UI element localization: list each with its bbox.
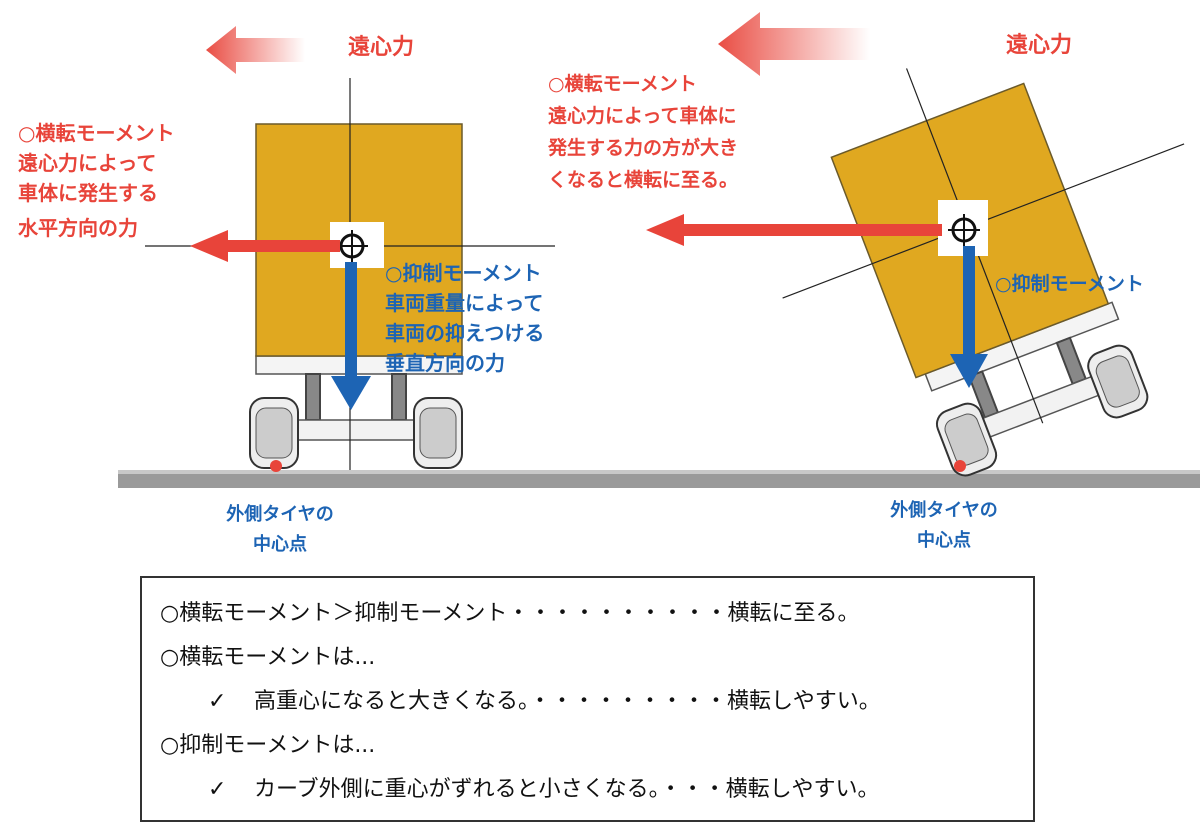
checkmark-icon: ✓ bbox=[208, 689, 227, 714]
svg-text:中心点: 中心点 bbox=[917, 529, 971, 551]
svg-text:車両の抑えつける: 車両の抑えつける bbox=[385, 321, 544, 345]
svg-text:発生する力の方が大き: 発生する力の方が大き bbox=[547, 136, 738, 159]
right-overturn-text: ○横転モーメント 遠心力によって車体に 発生する力の方が大き くなると横転に至る… bbox=[547, 72, 738, 191]
svg-text:車体に発生する: 車体に発生する bbox=[18, 181, 158, 205]
svg-text:外側タイヤの: 外側タイヤの bbox=[890, 499, 997, 521]
right-restrain-arrow bbox=[950, 246, 988, 388]
right-tire-center-dot bbox=[954, 460, 966, 472]
summary-line-restrain-heading: ○抑制モーメントは... bbox=[160, 733, 376, 758]
summary-line-high-center: ✓ 高重心になると大きくなる。・・・・・・・・・横転しやすい。 bbox=[160, 680, 1033, 724]
svg-text:垂直方向の力: 垂直方向の力 bbox=[385, 351, 505, 375]
right-restrain-label: ○抑制モーメント bbox=[995, 272, 1144, 295]
ground-line bbox=[118, 470, 1200, 488]
left-overturn-arrow bbox=[190, 230, 340, 262]
svg-text:○横転モーメント: ○横転モーメント bbox=[18, 121, 175, 145]
right-centrifugal-arrow bbox=[718, 12, 870, 76]
svg-text:くなると横転に至る。: くなると横転に至る。 bbox=[548, 168, 738, 191]
left-centrifugal-label: 遠心力 bbox=[348, 34, 414, 60]
checkmark-icon: ✓ bbox=[208, 777, 227, 802]
summary-line-curve-shift: ✓ カーブ外側に重心がずれると小さくなる。・・・横転しやすい。 bbox=[160, 768, 1033, 812]
left-restrain-text: ○抑制モーメント 車両重量によって 車両の抑えつける 垂直方向の力 bbox=[385, 261, 544, 375]
left-figure: 遠心力 bbox=[18, 26, 555, 555]
svg-text:中心点: 中心点 bbox=[253, 533, 307, 555]
right-centrifugal-label: 遠心力 bbox=[1006, 32, 1072, 58]
svg-text:○横転モーメント: ○横転モーメント bbox=[548, 72, 697, 95]
summary-line-overturn-condition: ○横転モーメント＞抑制モーメント・・・・・・・・・・横転に至る。 bbox=[160, 601, 860, 626]
left-tire-center-dot bbox=[270, 460, 282, 472]
summary-line-overturn-heading: ○横転モーメントは... bbox=[160, 645, 376, 670]
left-tire-label: 外側タイヤの 中心点 bbox=[226, 503, 333, 555]
svg-text:遠心力によって車体に: 遠心力によって車体に bbox=[548, 104, 736, 127]
left-centrifugal-arrow bbox=[206, 26, 305, 74]
svg-text:○抑制モーメント: ○抑制モーメント bbox=[385, 261, 542, 285]
right-overturn-arrow bbox=[646, 214, 942, 246]
right-tire-label: 外側タイヤの 中心点 bbox=[890, 499, 997, 551]
summary-line-curve-shift-text: カーブ外側に重心がずれると小さくなる。・・・横転しやすい。 bbox=[254, 777, 880, 802]
left-overturn-text: ○横転モーメント 遠心力によって 車体に発生する 水平方向の力 bbox=[18, 121, 175, 240]
svg-text:車両重量によって: 車両重量によって bbox=[385, 291, 543, 315]
svg-text:遠心力によって: 遠心力によって bbox=[18, 151, 156, 175]
right-wheels bbox=[935, 344, 1149, 477]
svg-text:水平方向の力: 水平方向の力 bbox=[18, 216, 138, 240]
summary-line-high-center-text: 高重心になると大きくなる。・・・・・・・・・横転しやすい。 bbox=[254, 689, 881, 714]
svg-text:外側タイヤの: 外側タイヤの bbox=[226, 503, 333, 525]
summary-box: ○横転モーメント＞抑制モーメント・・・・・・・・・・横転に至る。 ○横転モーメン… bbox=[140, 576, 1035, 822]
left-wheels bbox=[249, 397, 463, 469]
right-figure: 遠心力 bbox=[547, 12, 1185, 551]
left-restrain-arrow bbox=[331, 262, 371, 410]
